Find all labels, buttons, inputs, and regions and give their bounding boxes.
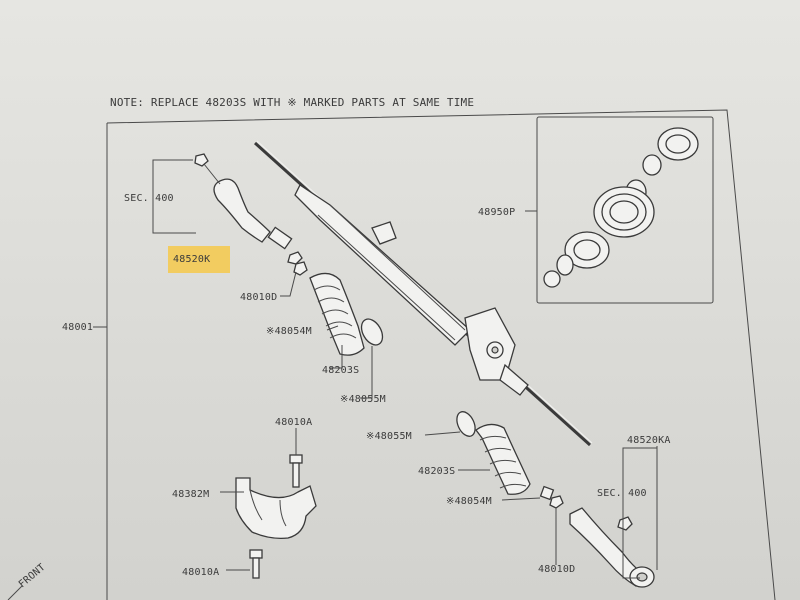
replacement-note: NOTE: REPLACE 48203S WITH ※ MARKED PARTS… [110, 96, 474, 109]
boot-band-left-leader [326, 325, 339, 331]
clamp-right-leader [424, 431, 461, 436]
clamp-right [456, 411, 476, 437]
seal-kit-label: 48950P [478, 207, 515, 218]
boot-band-right-label: ※48054M [446, 496, 492, 507]
nut-left-leader [280, 271, 297, 297]
nut-right [549, 495, 564, 509]
sec-bracket-right [622, 447, 657, 579]
assembly-label: 48001 [62, 322, 93, 333]
boot-right [475, 423, 531, 495]
bracket-label: 48382M [172, 489, 209, 500]
nut-left [287, 251, 308, 276]
boot-band-right-leader [501, 497, 541, 501]
boot-band-left-label: ※48054M [266, 326, 312, 337]
nut-right-label: 48010D [538, 564, 575, 575]
seal-kit-box [536, 116, 714, 304]
bolt-top-label: 48010A [275, 417, 312, 428]
sec-bracket-left [152, 159, 196, 234]
seal-kit-parts [543, 127, 699, 288]
clamp-left [360, 318, 384, 346]
front-label: FRONT [17, 562, 48, 590]
clamp-left-label: ※48055M [340, 394, 386, 405]
tie-rod-right-label: 48520KA [627, 435, 671, 446]
boot-right-label: 48203S [418, 466, 455, 477]
clamp-right-label: ※48055M [366, 431, 412, 442]
bolt-top [289, 454, 303, 488]
boot-left-leader [330, 345, 343, 369]
mounting-bracket [235, 477, 317, 540]
main-frame [106, 109, 776, 600]
steering-rack [253, 140, 593, 447]
clamp-left-leader [360, 346, 373, 399]
highlight-marker [168, 246, 230, 273]
front-indicator: FRONT [7, 562, 48, 600]
tie-rod-left [194, 153, 293, 250]
sec-label-left: SEC. 400 [124, 193, 174, 204]
sec-label-right: SEC. 400 [597, 488, 647, 499]
bolt-bottom-label: 48010A [182, 567, 219, 578]
nut-left-label: 48010D [240, 292, 277, 303]
boot-band-right [539, 485, 555, 501]
boot-left [309, 272, 365, 356]
bolt-bottom [249, 549, 263, 579]
tie-rod-left-label: 48520K [173, 254, 210, 265]
tie-rod-right [569, 507, 655, 588]
boot-left-label: 48203S [322, 365, 359, 376]
